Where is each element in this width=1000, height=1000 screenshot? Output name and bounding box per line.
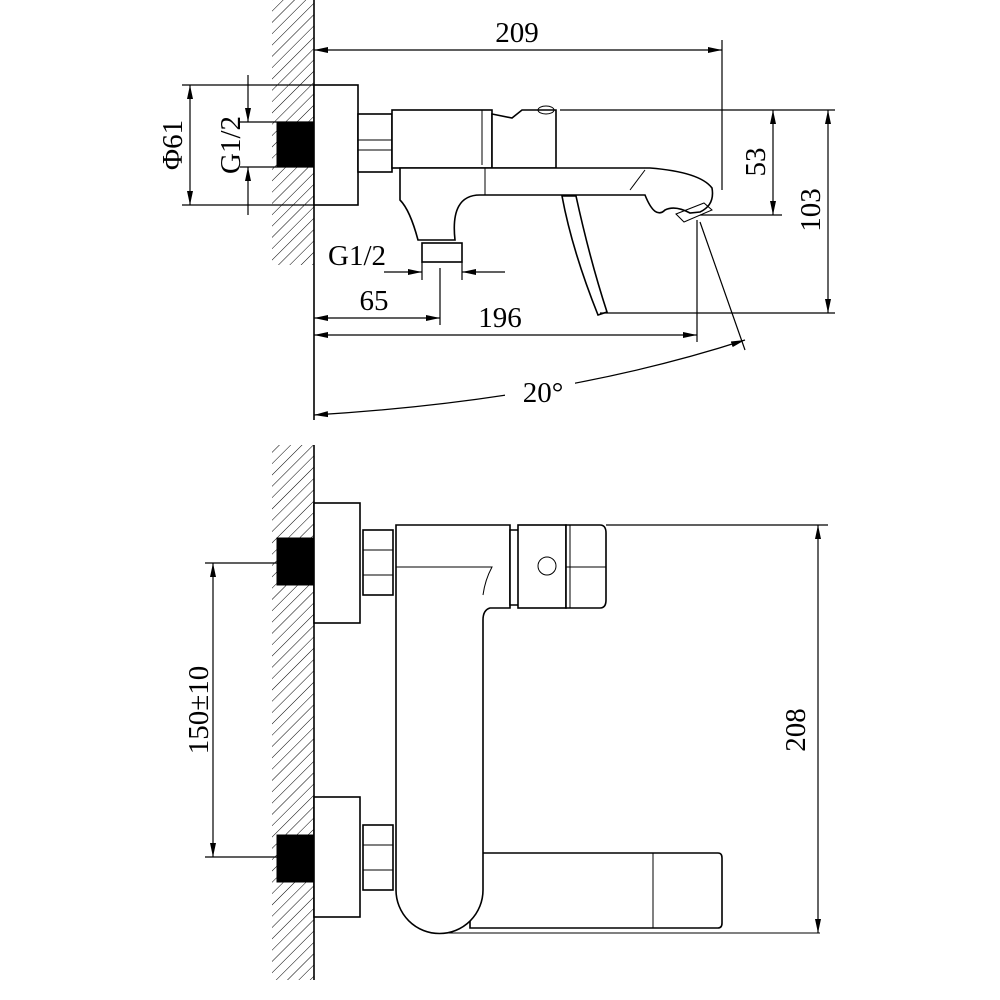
dim-20deg-label: 20°	[523, 377, 564, 409]
dim-150-label: 150±10	[183, 666, 215, 754]
dim-103: 103	[600, 110, 835, 314]
nut-lower	[362, 824, 394, 891]
dim-53-label: 53	[740, 148, 772, 177]
inlet-thread	[276, 121, 314, 168]
body	[391, 109, 493, 169]
escutcheon-upper	[313, 502, 361, 624]
body	[395, 524, 511, 935]
nut	[357, 113, 393, 173]
dim-208-label: 208	[780, 708, 812, 752]
dim-103-label: 103	[795, 188, 827, 232]
dim-g12-outlet: G1/2	[328, 240, 505, 280]
dim-150: 150±10	[183, 562, 290, 858]
outlet-connector	[421, 242, 463, 263]
lever-handle	[561, 195, 609, 316]
dim-53: 53	[560, 109, 835, 216]
dim-phi61-label: Φ61	[157, 120, 189, 170]
dim-209-label: 209	[495, 17, 539, 49]
dim-209: 209	[314, 17, 723, 190]
inlet-thread-lower	[276, 834, 314, 883]
dim-196-label: 196	[478, 302, 522, 334]
dim-20deg: 20°	[313, 221, 746, 418]
wall-hatch	[272, 445, 314, 980]
dim-65-label: 65	[360, 285, 389, 317]
inlet-thread-upper	[276, 537, 314, 586]
dim-g12-inlet-label: G1/2	[215, 116, 247, 174]
escutcheon	[313, 84, 359, 206]
nut-upper	[362, 529, 394, 596]
front-view: 208 150±10	[183, 445, 828, 980]
dim-196: 196	[314, 220, 698, 342]
side-view: 209 53 103 Φ61 G1/2	[157, 0, 835, 420]
lever-hub	[491, 109, 557, 169]
spout-lower	[469, 852, 723, 929]
dim-65: 65	[314, 268, 441, 325]
dim-g12-outlet-label: G1/2	[328, 240, 386, 272]
dim-208: 208	[606, 524, 828, 933]
indicator-dot	[537, 556, 557, 576]
cartridge-body	[517, 524, 567, 609]
escutcheon-lower	[313, 796, 361, 918]
spout	[399, 167, 714, 241]
dim-g12-inlet: G1/2	[215, 75, 314, 215]
dim-phi61: Φ61	[157, 84, 314, 206]
